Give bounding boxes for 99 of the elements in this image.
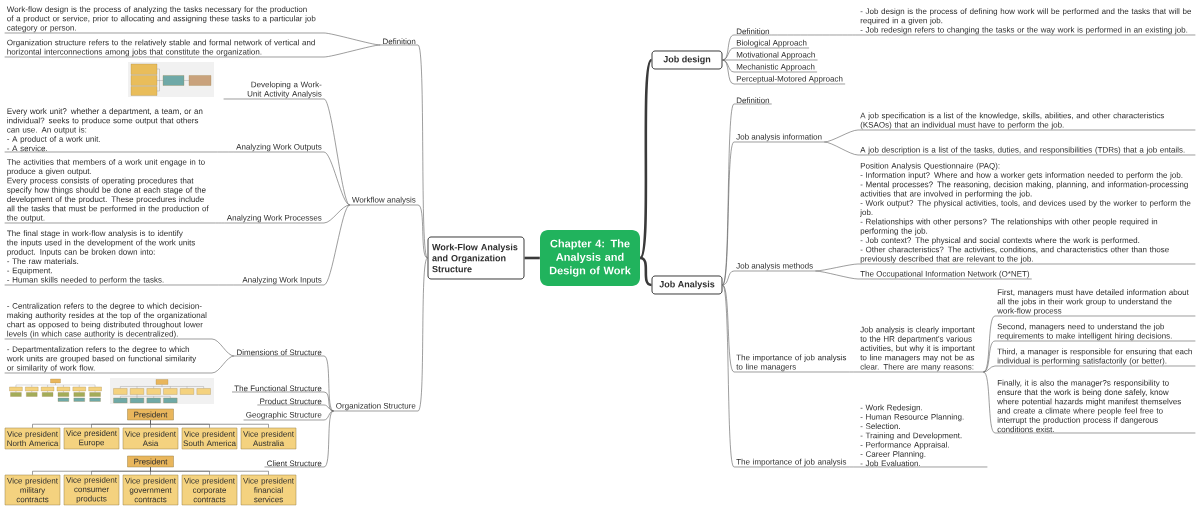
subtopic-label: Definition bbox=[733, 28, 773, 36]
note-text: The activities that members of a work unit engage in to produce a given output. Every process consists of operating procedures that specify how things should be done at each stage of the development of the product. These procedures include all the tasks that must be performed in the production of the output. bbox=[4, 158, 213, 224]
branch-line bbox=[323, 355, 334, 412]
org-chart-box: Vice president North America bbox=[4, 427, 61, 450]
subtopic-label: Definition bbox=[733, 97, 773, 105]
subtopic-label: Organization Structure bbox=[333, 402, 419, 412]
branch-line bbox=[722, 284, 735, 468]
branch-line bbox=[823, 141, 859, 156]
branch-line bbox=[815, 270, 859, 280]
note-text: The final stage in work-flow analysis is to identify the inputs used in the development of the work units product. Inputs can be broken down into: - The raw materials. - Equipment. - Human skills needed to perform the tasks. bbox=[4, 230, 213, 286]
note-text: Work-flow design is the process of analyzing the tasks necessary for the production of a product or service, prior to allocating and assigning these tasks to a particular job category or person. bbox=[4, 6, 325, 34]
branch-line bbox=[983, 315, 996, 373]
branch-line bbox=[983, 365, 996, 373]
branch-line bbox=[722, 103, 735, 286]
branch-line bbox=[323, 410, 334, 468]
org-chart-box: Vice president military contracts bbox=[4, 474, 61, 506]
subtopic-label: The importance of job analysis bbox=[733, 458, 850, 468]
org-chart-box: Vice president consumer products bbox=[63, 474, 120, 506]
subtopic-label: Biological Approach bbox=[733, 39, 810, 49]
subtopic-label: Job analysis information bbox=[733, 133, 825, 143]
org-chart-box: Vice president financial services bbox=[240, 474, 297, 506]
note-text: A job specification is a list of the knowledge, skills, abilities, and other characteristics (KSAOs) that an individual must have to perform the job. bbox=[857, 112, 1196, 131]
branch-line bbox=[771, 34, 859, 36]
branch-line bbox=[323, 98, 351, 206]
subtopic-label: Mechanistic Approach bbox=[733, 63, 818, 73]
org-chart-box: President bbox=[127, 408, 174, 421]
branch-line bbox=[722, 284, 735, 373]
branch-line bbox=[323, 204, 351, 286]
branch-line bbox=[211, 222, 225, 224]
subtopic-label: Job analysis methods bbox=[733, 262, 816, 272]
note-text: Organization structure refers to the relatively stable and formal network of vertical and horizontal interconnections among jobs that constitute the organization. bbox=[4, 39, 325, 58]
branch-line bbox=[639, 59, 653, 259]
branch-line bbox=[417, 204, 428, 259]
branch-line bbox=[849, 466, 859, 468]
branch-line bbox=[323, 404, 334, 412]
note-text: - Work Redesign. - Human Resource Planning. - Selection. - Training and Development. - Performance Appraisal. - Career Planning. - Job Evaluation. bbox=[857, 404, 988, 468]
subtopic-label: Motivational Approach bbox=[733, 51, 818, 61]
branch-line bbox=[849, 371, 859, 373]
subtopic-label: Developing a Work-Unit Activity Analysis bbox=[223, 81, 325, 100]
subtopic-label: Definition bbox=[379, 38, 419, 46]
org-chart-box: Vice president corporate contracts bbox=[181, 474, 238, 506]
note-text: - Centralization refers to the degree to which decision-making authority resides at the top of the organizational chart as opposed to being distributed throughout lower levels (in which case authority is decentralized). bbox=[4, 302, 213, 340]
branch-line bbox=[722, 47, 735, 61]
org-chart-box: President bbox=[127, 455, 174, 468]
subtopic-label: Workflow analysis bbox=[349, 196, 419, 206]
note-text: First, managers must have detailed information about all the jobs in their work group to understand the work-flow process bbox=[994, 289, 1196, 317]
note-text: Job analysis is clearly important to the HR department's various activities, but why it is important to line managers may not be as clear. There are many reasons: bbox=[857, 326, 984, 373]
org-chart-box: Vice president Asia bbox=[122, 427, 179, 450]
note-text: - Departmentalization refers to the degree to which work units are grouped based on functional similarity or similarity of work flow. bbox=[4, 346, 213, 374]
branch-line bbox=[722, 270, 735, 286]
note-text: - Job design is the process of defining how work will be performed and the tasks that will be required in a given job. - Job redesign refers to changing the tasks or the way work is performed in an existing job. bbox=[857, 8, 1196, 36]
subtopic-label: The Functional Structure bbox=[231, 385, 325, 393]
branch-line bbox=[983, 340, 996, 373]
note-text: Finally, it is also the manager?s responsibility to ensure that the work is being done safely, know where potential hazards might manifest themselves and create a climate where people feel free to interrupt the production process if dangerous conditions exist. bbox=[994, 379, 1196, 434]
branch-line bbox=[722, 59, 735, 61]
branch-line bbox=[323, 410, 334, 421]
topic-box: Job design bbox=[651, 50, 723, 70]
subtopic-label: Analyzing Work Inputs bbox=[239, 276, 325, 286]
subtopic-label: Analyzing Work Processes bbox=[224, 214, 325, 224]
note-text: Every work unit? whether a department, a team, or an individual? seeks to produce some output that others can use. An output is: - A product of a work unit. - A service. bbox=[4, 108, 213, 153]
subtopic-label: Analyzing Work Outputs bbox=[233, 143, 325, 153]
org-chart-box: Vice president government contracts bbox=[122, 474, 179, 506]
subtopic-label: Perceptual-Motored Approach bbox=[733, 75, 846, 85]
subtopic-label: The Occupational Information Network (O*NET) bbox=[857, 270, 1033, 280]
branch-line bbox=[722, 59, 735, 85]
branch-line bbox=[823, 129, 859, 143]
topic-box: Job Analysis bbox=[651, 275, 723, 295]
org-chart-box: Vice president Europe bbox=[63, 427, 120, 450]
branch-line bbox=[211, 338, 235, 357]
org-chart-box: Vice president South America bbox=[181, 427, 238, 450]
branch-line bbox=[323, 204, 351, 224]
subtopic-label: Product Structure bbox=[257, 398, 325, 406]
branch-line bbox=[815, 263, 859, 272]
branch-line bbox=[417, 44, 428, 259]
branch-line bbox=[323, 391, 334, 412]
branch-line bbox=[323, 32, 381, 46]
branch-line bbox=[639, 256, 652, 287]
branch-line bbox=[524, 256, 540, 260]
branch-line bbox=[983, 371, 996, 434]
branch-line bbox=[323, 151, 351, 206]
org-chart-line bbox=[150, 419, 269, 429]
subtopic-label: Client Structure bbox=[264, 460, 325, 468]
branch-line bbox=[211, 355, 235, 374]
note-text: Second, managers need to understand the job requirements to make intelligent hiring decisions. bbox=[994, 323, 1196, 342]
org-chart-box: Vice president Australia bbox=[240, 427, 297, 450]
org-chart-line bbox=[150, 466, 269, 476]
subtopic-label: Dimensions of Structure bbox=[233, 349, 325, 357]
branch-line bbox=[211, 151, 235, 153]
topic-box: Work-Flow Analysis and Organization Structure bbox=[427, 236, 525, 280]
branch-line bbox=[722, 141, 735, 286]
note-text: Position Analysis Questionnaire (PAQ): - Information input? Where and how a worker gets information needed to perform the job. - Mental processes? The reasoning, decision making, planning, and information-processing activities that are involved in performing the job. - Work output? The physical activities, tools, and devices used by the worker to perform the job. - Relationships with other persons? The relationships with other people required in performing the job. - Job context? The physical and social contexts where the work is performed. - Other characteristics? The activities, conditions, and characteristics other than those previously described that are relevant to the job. bbox=[857, 162, 1196, 265]
subtopic-label: The importance of job analysis to line managers bbox=[733, 354, 850, 373]
note-text: A job description is a list of the tasks, duties, and responsibilities (TDRs) that a job entails. bbox=[857, 146, 1196, 156]
branch-line bbox=[323, 44, 381, 58]
central-topic-box: Chapter 4: The Analysis and Design of Work bbox=[540, 230, 640, 286]
branch-line bbox=[211, 284, 241, 286]
branch-line bbox=[417, 257, 428, 412]
subtopic-label: Geographic Structure bbox=[243, 411, 325, 421]
note-text: Third, a manager is responsible for ensuring that each individual is performing satisfactorily (or better). bbox=[994, 348, 1196, 367]
